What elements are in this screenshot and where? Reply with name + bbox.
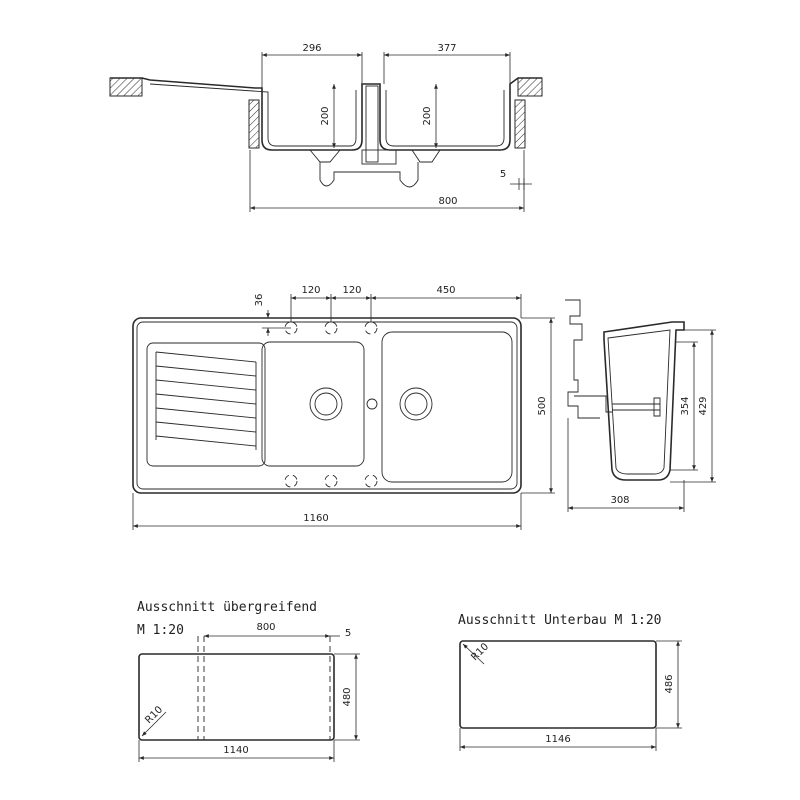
- dim-1160: 1160: [303, 513, 328, 524]
- right-drain-inner: [404, 392, 428, 416]
- dim-right-depth: 200: [422, 106, 433, 125]
- dim-354: 354: [680, 396, 691, 415]
- drainer-grooves: [155, 351, 257, 450]
- sink-rim-outline: [110, 77, 542, 151]
- dim-450: 450: [436, 285, 455, 296]
- siphon: [319, 162, 419, 188]
- dim-cutout-overlay-800: 800: [256, 622, 275, 633]
- left-drain-inner: [314, 392, 338, 416]
- dim-308: 308: [610, 495, 629, 506]
- cutout-overlay-title: Ausschnitt übergreifend: [137, 600, 317, 615]
- countertop-left-hatch: [109, 77, 143, 97]
- left-bowl: [261, 341, 365, 467]
- dim-cutout-overlay-r10: R10: [143, 704, 165, 726]
- dim-cutout-overlay-480: 480: [342, 687, 353, 706]
- bowl-side-outline: [603, 321, 685, 481]
- dim-500: 500: [537, 396, 548, 415]
- sink-outer-outline: [132, 317, 522, 494]
- left-drain-outer: [309, 387, 343, 421]
- cutout-overlay-scale: M 1:20: [137, 623, 184, 638]
- cutout-undermount: Ausschnitt Unterbau M 1:20 R10 486 1146: [458, 613, 682, 751]
- dim-left-depth: 200: [320, 106, 331, 125]
- overflow-hole: [366, 398, 378, 410]
- dim-120-a: 120: [301, 285, 320, 296]
- tap-holes: [284, 321, 378, 488]
- countertop-right-hatch: [517, 77, 543, 97]
- dim-gap-5: 5: [500, 169, 506, 180]
- dim-cutout-overlay-5: 5: [345, 628, 351, 639]
- dim-36: 36: [254, 294, 265, 307]
- dim-cabinet-width: 800: [438, 196, 457, 207]
- dim-429: 429: [698, 396, 709, 415]
- section-view: 296 377 200 200 5 800: [109, 43, 543, 212]
- dim-cutout-undermount-486: 486: [664, 674, 675, 693]
- overflow-pipe-side: [565, 299, 600, 419]
- dim-right-bowl-width: 377: [437, 43, 456, 54]
- cutout-overlay-rect: [138, 653, 335, 741]
- cutout-undermount-title: Ausschnitt Unterbau M 1:20: [458, 613, 662, 628]
- bowl-side-inner: [607, 329, 671, 475]
- sink-inner-outline: [149, 83, 505, 147]
- drain-pipe-side: [574, 395, 661, 417]
- dim-cutout-overlay-1140: 1140: [223, 745, 248, 756]
- plan-view: 120 120 450 36 500 1160: [132, 285, 555, 530]
- dim-left-bowl-width: 296: [302, 43, 321, 54]
- drain-pipe: [309, 149, 441, 163]
- cutout-overlay: Ausschnitt übergreifend M 1:20 800 5 480…: [137, 600, 360, 762]
- dim-120-b: 120: [342, 285, 361, 296]
- cabinet-right-hatch: [514, 99, 526, 149]
- dim-cutout-undermount-r10: R10: [469, 641, 491, 663]
- dim-cutout-undermount-1146: 1146: [545, 734, 570, 745]
- overflow-pipe: [365, 85, 379, 163]
- sink-inner-line: [136, 321, 518, 490]
- right-bowl: [381, 331, 513, 483]
- cabinet-left-hatch: [248, 99, 260, 149]
- waste-pipe: [361, 149, 397, 165]
- side-view: 354 429 308: [565, 299, 716, 512]
- cutout-undermount-rect: [459, 640, 657, 729]
- drainer-area: [146, 342, 266, 467]
- right-drain-outer: [399, 387, 433, 421]
